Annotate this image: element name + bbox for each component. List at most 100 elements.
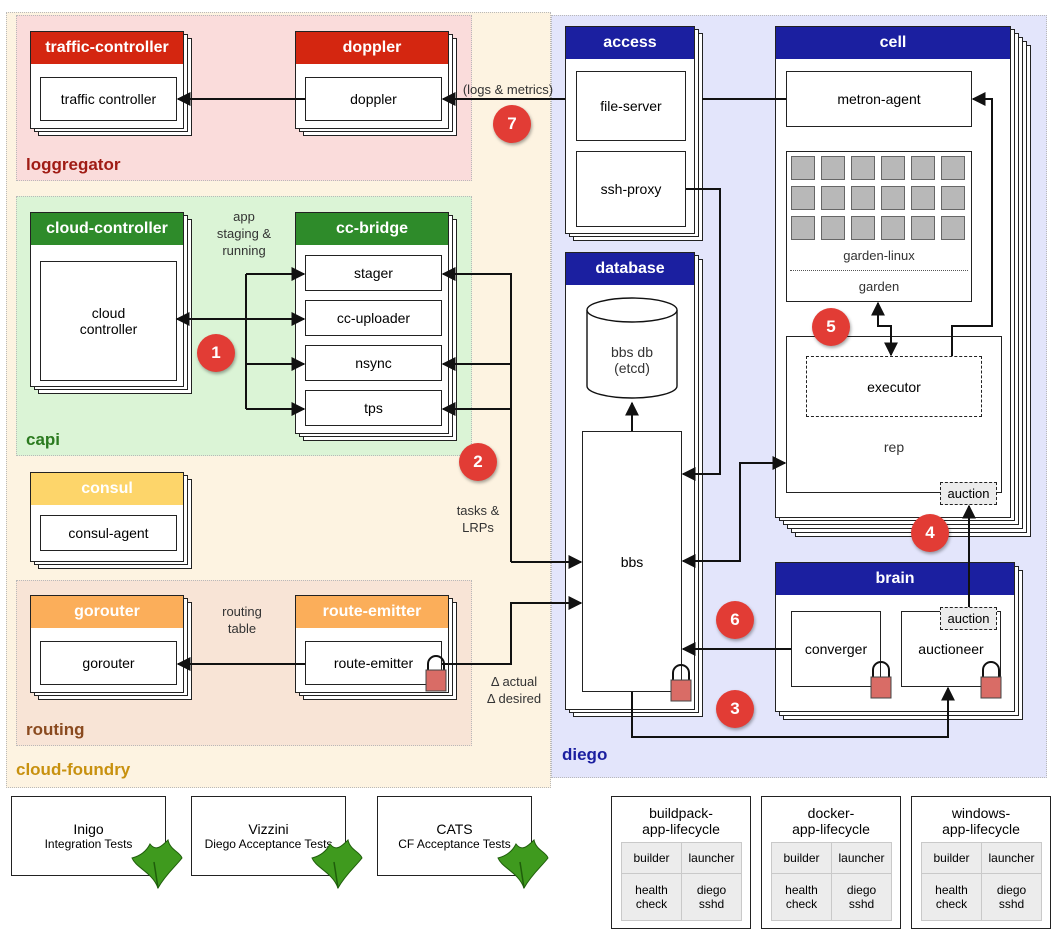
lifecycle-title: docker- app-lifecycle <box>792 805 870 837</box>
cell-auction-box: auction <box>940 482 997 505</box>
garden-container-cell <box>911 216 935 240</box>
route-emitter-title: route-emitter <box>296 596 448 628</box>
launcher-cell: launcher <box>981 842 1042 874</box>
database-title: database <box>566 253 694 285</box>
bbs-to-rep-arrow <box>681 456 787 568</box>
brain-auction-box: auction <box>940 607 997 630</box>
test-name: Vizzini <box>248 821 289 837</box>
garden-container-cell <box>881 156 905 180</box>
buildpack-lifecycle-box: buildpack- app-lifecycle builder launche… <box>611 796 751 929</box>
garden-container-cell <box>791 186 815 210</box>
converger-lock-icon <box>870 661 892 699</box>
ssh-proxy-to-bbs-arrow <box>681 188 721 481</box>
step-badge-6: 6 <box>716 601 754 639</box>
cc-bridge-title: cc-bridge <box>296 213 448 245</box>
diego-label: diego <box>562 745 608 764</box>
garden-executor-arrow <box>871 301 898 357</box>
test-desc: CF Acceptance Tests <box>398 837 511 851</box>
gorouter-box: gorouter <box>40 641 177 685</box>
metron-agent-box: metron-agent <box>786 71 972 127</box>
diego-sshd-cell: diego sshd <box>981 873 1042 921</box>
garden-container-cell <box>791 216 815 240</box>
vizzini-test-box: Vizzini Diego Acceptance Tests <box>191 796 346 876</box>
test-desc: Integration Tests <box>44 837 133 851</box>
bbs-to-stager-arrow <box>441 267 512 562</box>
auctioneer-lock-icon <box>980 661 1002 699</box>
executor-box: executor <box>806 356 982 417</box>
step-badge-3: 3 <box>716 690 754 728</box>
app-staging-label: app staging & running <box>216 209 272 258</box>
converger-box: converger <box>791 611 881 687</box>
garden-container-cell <box>851 186 875 210</box>
etcd-db-label: bbs db (etcd) <box>610 344 654 376</box>
logs-metrics-label: (logs & metrics) <box>462 82 554 97</box>
garden-container-cell <box>821 186 845 210</box>
health-check-cell: health check <box>621 873 682 921</box>
delta-label: Δ actual Δ desired <box>486 674 542 706</box>
garden-container-cell <box>941 216 965 240</box>
cloud-controller-box: cloud controller <box>40 261 177 381</box>
file-server-box: file-server <box>576 71 686 141</box>
cats-test-box: CATS CF Acceptance Tests <box>377 796 532 876</box>
route-emitter-lock-icon <box>425 655 447 692</box>
garden-container-cell <box>791 156 815 180</box>
traffic-controller-title: traffic-controller <box>31 32 183 64</box>
consul-agent-box: consul-agent <box>40 515 177 551</box>
lifecycle-title: buildpack- app-lifecycle <box>642 805 720 837</box>
health-check-cell: health check <box>921 873 982 921</box>
builder-cell: builder <box>621 842 682 874</box>
cloud-foundry-label: cloud-foundry <box>16 760 131 779</box>
garden-container-cell <box>881 216 905 240</box>
step-badge-5: 5 <box>812 308 850 346</box>
garden-container-cell <box>851 216 875 240</box>
step-badge-7: 7 <box>493 105 531 143</box>
docker-lifecycle-box: docker- app-lifecycle builder launcher h… <box>761 796 901 929</box>
garden-container-cell <box>941 186 965 210</box>
doppler-box: doppler <box>305 77 442 121</box>
step-badge-4: 4 <box>911 514 949 552</box>
builder-cell: builder <box>921 842 982 874</box>
traffic-controller-box: traffic controller <box>40 77 177 121</box>
test-name: CATS <box>436 821 473 837</box>
garden-divider <box>790 270 968 271</box>
bbs-to-auctioneer-arrow <box>631 686 955 738</box>
garden-linux-label: garden-linux <box>843 248 915 263</box>
routing-label: routing <box>26 720 85 739</box>
ssh-proxy-box: ssh-proxy <box>576 151 686 227</box>
garden-container-cell <box>821 216 845 240</box>
rep-label: rep <box>883 439 905 455</box>
access-title: access <box>566 27 694 59</box>
stager-box: stager <box>305 255 442 291</box>
brain-title: brain <box>776 563 1014 595</box>
loggregator-label: loggregator <box>26 155 121 174</box>
bbs-box: bbs <box>582 431 682 692</box>
launcher-cell: launcher <box>831 842 892 874</box>
garden-label: garden <box>858 279 900 294</box>
cell-title: cell <box>776 27 1010 59</box>
routing-table-label: routing table <box>222 604 262 636</box>
garden-container-cell <box>881 186 905 210</box>
test-desc: Diego Acceptance Tests <box>204 837 333 851</box>
windows-lifecycle-box: windows- app-lifecycle builder launcher … <box>911 796 1051 929</box>
capi-label: capi <box>26 430 61 449</box>
launcher-cell: launcher <box>681 842 742 874</box>
gorouter-title: gorouter <box>31 596 183 628</box>
consul-title: consul <box>31 473 183 505</box>
diego-sshd-cell: diego sshd <box>681 873 742 921</box>
garden-container-cell <box>911 186 935 210</box>
garden-container-cell <box>941 156 965 180</box>
route-emitter-to-bbs-arrow <box>442 596 583 665</box>
garden-container-cell <box>851 156 875 180</box>
etcd-cylinder-icon <box>586 297 678 399</box>
inigo-test-box: Inigo Integration Tests <box>11 796 166 876</box>
health-check-cell: health check <box>771 873 832 921</box>
step-badge-1: 1 <box>197 334 235 372</box>
garden-container-grid <box>786 151 972 251</box>
garden-container-cell <box>821 156 845 180</box>
nsync-box: nsync <box>305 345 442 381</box>
diego-sshd-cell: diego sshd <box>831 873 892 921</box>
doppler-title: doppler <box>296 32 448 64</box>
builder-cell: builder <box>771 842 832 874</box>
bbs-lock-icon <box>670 664 692 702</box>
